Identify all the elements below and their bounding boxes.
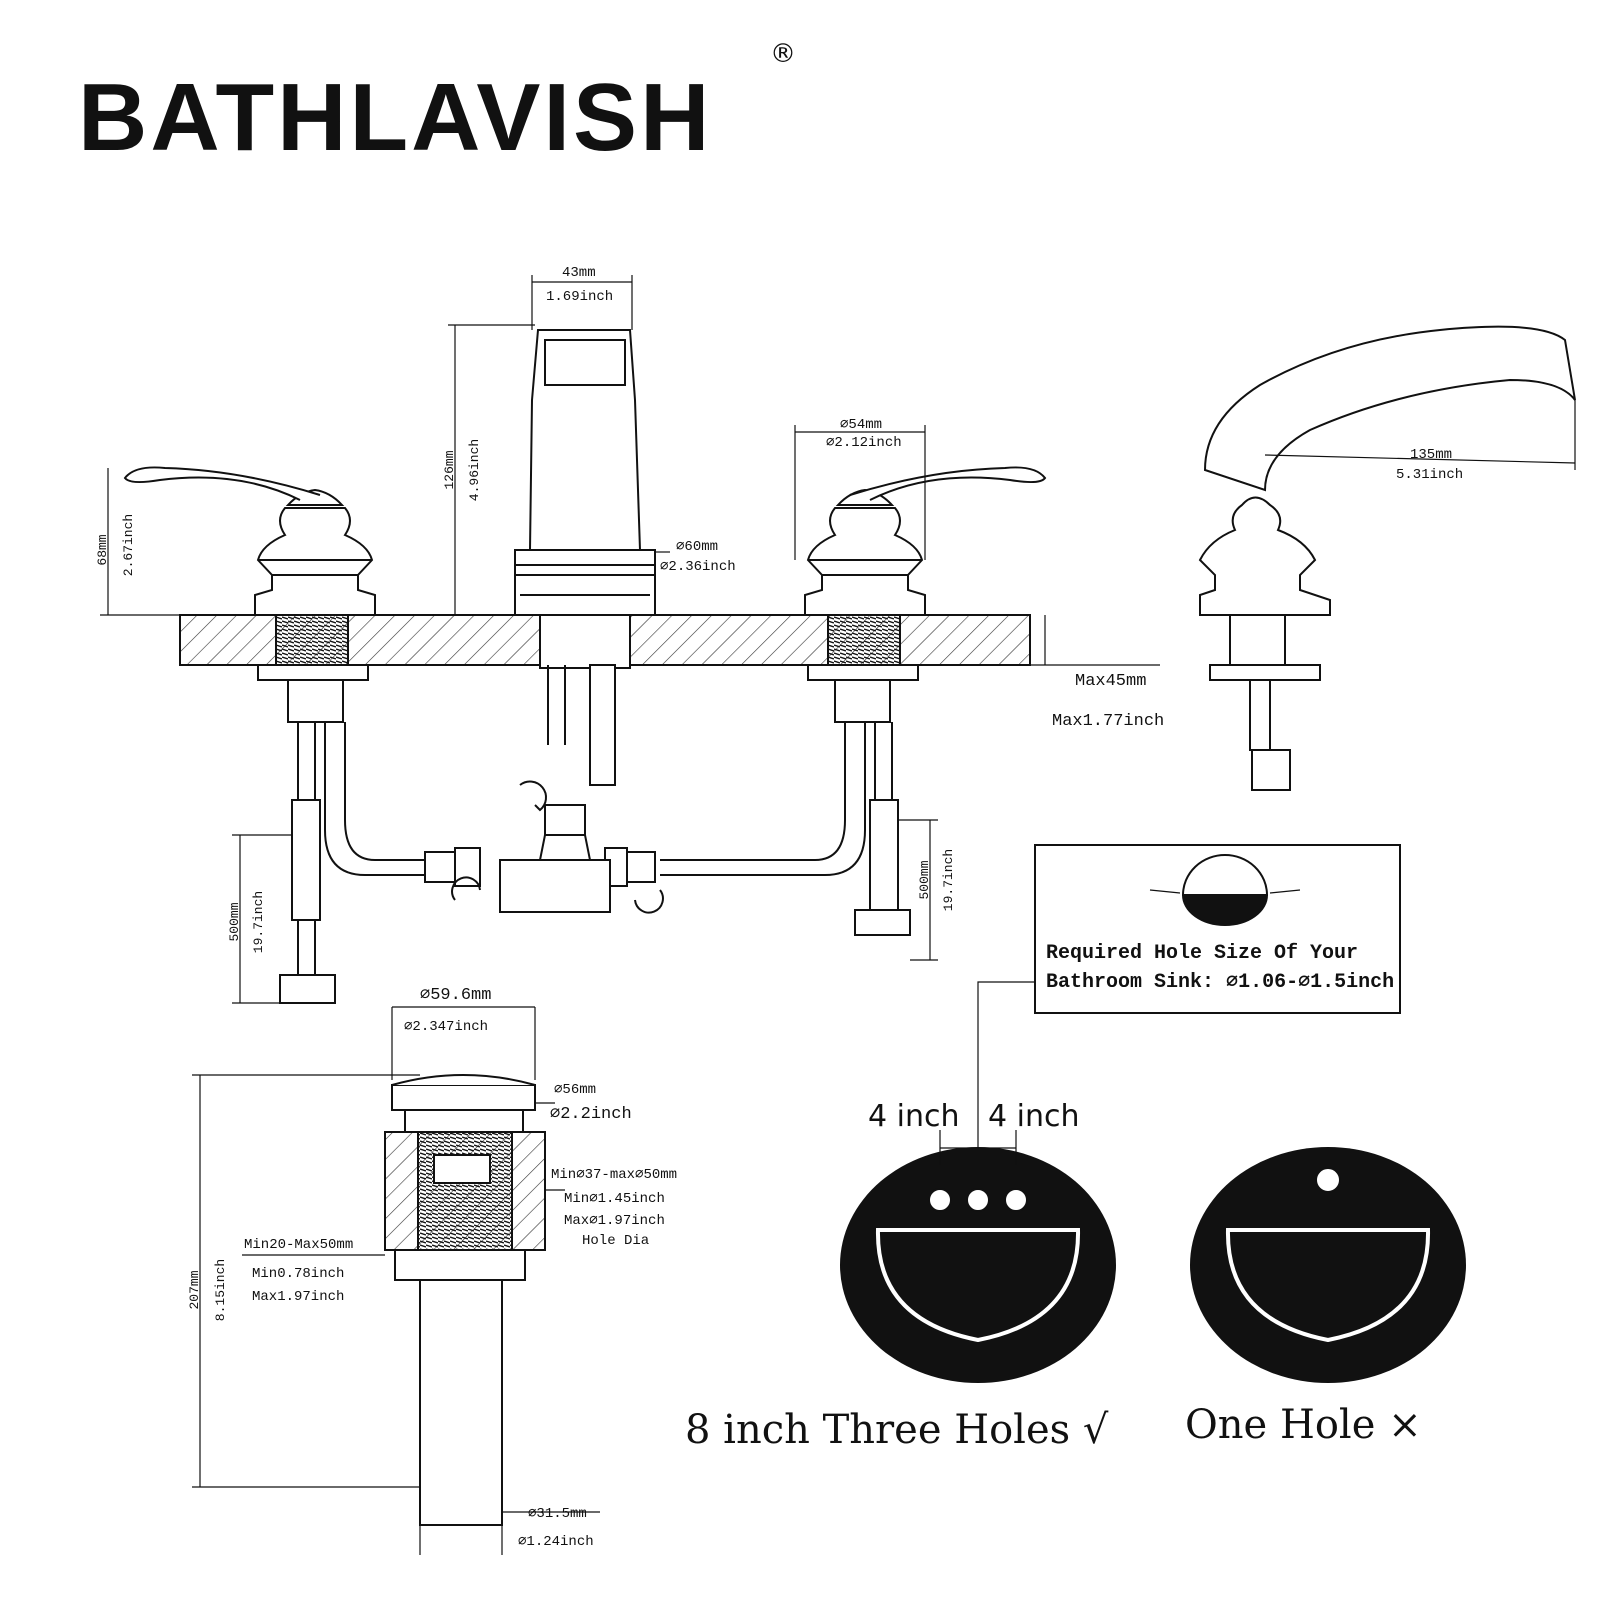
spout-width-mm: 43mm [562, 265, 596, 281]
three-holes-caption: 8 inch Three Holes √ [685, 1407, 1109, 1453]
hose-right-in: 19.7inch [941, 849, 956, 911]
brand-logo: BATHLAVISH [78, 64, 712, 171]
right-handle [804, 466, 1047, 616]
drain-dimension-lines [192, 1006, 600, 1555]
drain-cap-mm: ⌀59.6mm [420, 986, 491, 1005]
deck-max-in: Max1.77inch [1052, 712, 1164, 731]
registered-mark: ® [770, 39, 796, 69]
countertop-section [179, 611, 1031, 669]
drain-thick-min-in: Min0.78inch [252, 1266, 344, 1282]
drain-tail-in: ⌀1.24inch [518, 1534, 594, 1550]
drain-thick-max-in: Max1.97inch [252, 1289, 344, 1305]
hose-right-mm: 500mm [917, 860, 932, 899]
hole-note-line2: Bathroom Sink: ⌀1.06-⌀1.5inch [1046, 971, 1394, 994]
spout-base-in: ⌀2.36inch [660, 559, 736, 575]
center-spout [514, 329, 656, 616]
drain-hole-max-in: Max⌀1.97inch [564, 1213, 665, 1229]
popup-drain [384, 1074, 546, 1526]
under-deck-plumbing [257, 664, 919, 1004]
reach-mm: 135mm [1410, 447, 1452, 463]
side-view-faucet [1198, 325, 1576, 791]
hole-size-note: Required Hole Size Of Your Bathroom Sink… [977, 844, 1401, 1160]
spacing-right-label: 4 inch [988, 1099, 1079, 1134]
faucet-dimension-labels: 43mm 1.69inch 126mm 4.96inch 68mm 2.67in… [95, 265, 1463, 953]
spout-width-in: 1.69inch [546, 289, 613, 305]
one-hole-caption: One Hole × [1185, 1402, 1422, 1448]
hole-note-line1: Required Hole Size Of Your [1046, 942, 1358, 965]
drain-flange-in: ⌀2.2inch [550, 1105, 632, 1124]
drain-height-mm: 207mm [187, 1270, 202, 1309]
one-hole-sink [1190, 1147, 1466, 1383]
spout-base-mm: ⌀60mm [676, 539, 718, 555]
single-hole [1315, 1167, 1341, 1193]
hole-right [1004, 1188, 1028, 1212]
spout-height-in: 4.96inch [467, 439, 482, 501]
deck-max-mm: Max45mm [1075, 672, 1146, 691]
drain-cap-in: ⌀2.347inch [404, 1019, 488, 1035]
drain-thick-mm: Min20-Max50mm [244, 1237, 353, 1253]
hose-left-in: 19.7inch [251, 891, 266, 953]
hole-left [928, 1188, 952, 1212]
drain-hole-dia: Hole Dia [582, 1233, 649, 1249]
drain-hole-min-in: Min⌀1.45inch [564, 1191, 665, 1207]
spacing-left-label: 4 inch [868, 1099, 959, 1134]
drain-flange-mm: ⌀56mm [554, 1082, 596, 1098]
drain-dimension-labels: ⌀59.6mm ⌀2.347inch ⌀56mm ⌀2.2inch Min⌀37… [187, 986, 677, 1550]
left-handle [123, 466, 376, 616]
drain-hole-range-mm: Min⌀37-max⌀50mm [551, 1167, 677, 1183]
hose-left-mm: 500mm [227, 902, 242, 941]
spout-height-mm: 126mm [442, 450, 457, 489]
faucet-dimension-lines [100, 275, 1576, 1004]
reach-in: 5.31inch [1396, 467, 1463, 483]
hole-center [966, 1188, 990, 1212]
three-hole-sink [840, 1130, 1116, 1383]
handle-height-in: 2.67inch [121, 514, 136, 576]
handle-dia-in: ⌀2.12inch [826, 435, 902, 451]
drain-tail-mm: ⌀31.5mm [528, 1506, 587, 1522]
drain-height-in: 8.15inch [213, 1259, 228, 1321]
handle-height-mm: 68mm [95, 534, 110, 565]
handle-dia-mm: ⌀54mm [840, 417, 882, 433]
